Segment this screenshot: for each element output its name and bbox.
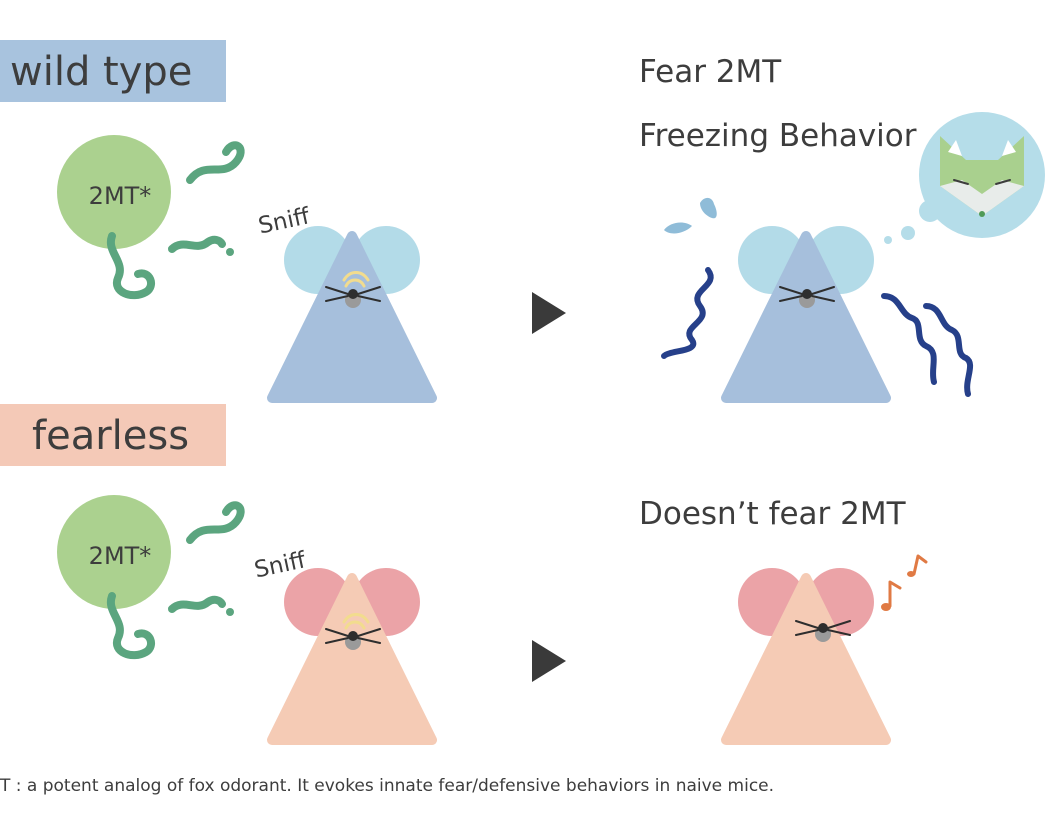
fearless-odor-source: 2MT* — [57, 495, 245, 660]
relaxed-mouse — [721, 554, 928, 745]
mouse-whiskers — [325, 286, 381, 302]
wild-type-label: wild type — [10, 49, 193, 95]
odor-circle — [57, 135, 171, 249]
frozen-mouse-body — [721, 231, 891, 403]
footnote: T : a potent analog of fox odorant. It e… — [0, 776, 775, 796]
music-note-large-head — [881, 603, 891, 611]
trembling-line-left — [661, 267, 714, 359]
odor-wave-top — [186, 501, 245, 544]
odor-dot — [226, 248, 234, 256]
fox-icon — [940, 136, 1024, 217]
sweat-drop-2 — [700, 197, 717, 219]
music-note-icon — [881, 554, 928, 611]
frozen-mouse — [661, 197, 973, 403]
sniff-mark — [342, 613, 370, 630]
sniff-mark — [342, 271, 370, 288]
odor-wave-bottom — [106, 592, 156, 660]
relaxed-mouse-body — [721, 573, 891, 745]
wild-type-result-line2: Freezing Behavior — [639, 118, 917, 154]
music-note-small — [912, 554, 928, 576]
wild-type-arrow — [532, 292, 566, 334]
frozen-mouse-whiskers — [779, 286, 835, 302]
odor-wave-top — [186, 141, 245, 184]
odor-circle — [57, 495, 171, 609]
mouse-body — [267, 573, 437, 745]
odor-label: 2MT* — [89, 542, 152, 570]
fox-eyes — [953, 179, 1011, 185]
relaxed-mouse-nose-tip — [818, 623, 828, 633]
odor-wave-middle — [168, 235, 226, 253]
wild-type-sniffing-mouse — [267, 226, 437, 403]
odor-wave-bottom — [106, 232, 156, 300]
thought-dot-small — [884, 236, 892, 244]
wild-type-odor-source: 2MT* — [57, 135, 245, 300]
frozen-mouse-nose-tip — [802, 289, 812, 299]
music-note-small-head — [907, 571, 915, 577]
sweat-drop-1 — [664, 222, 692, 234]
fox-muzzle — [940, 180, 1024, 216]
mouse-whiskers — [325, 628, 381, 644]
fox-left-inner-ear — [948, 140, 962, 156]
fearless-arrow — [532, 640, 566, 682]
wild-type-label-band — [0, 40, 226, 102]
mouse-nose-tip — [348, 289, 358, 299]
mouse-nose-tip — [348, 631, 358, 641]
fearless-label: fearless — [32, 413, 190, 459]
fox-nose — [979, 211, 985, 217]
fearless-result-line1: Doesn’t fear 2MT — [639, 496, 906, 532]
thought-dot-medium — [901, 226, 915, 240]
music-note-large — [888, 580, 902, 608]
fearless-sniffing-mouse — [267, 568, 437, 745]
fox-thought-bubble — [884, 112, 1045, 244]
odor-wave-middle — [168, 595, 226, 613]
odor-label: 2MT* — [89, 182, 152, 210]
relaxed-mouse-whiskers — [795, 620, 851, 636]
fox-right-inner-ear — [1002, 140, 1016, 156]
trembling-line-right-1 — [881, 293, 937, 385]
odor-dot — [226, 608, 234, 616]
fearless-label-band — [0, 404, 226, 466]
mouse-body — [267, 231, 437, 403]
trembling-line-right-2 — [923, 303, 973, 397]
wild-type-result-line1: Fear 2MT — [639, 54, 782, 90]
